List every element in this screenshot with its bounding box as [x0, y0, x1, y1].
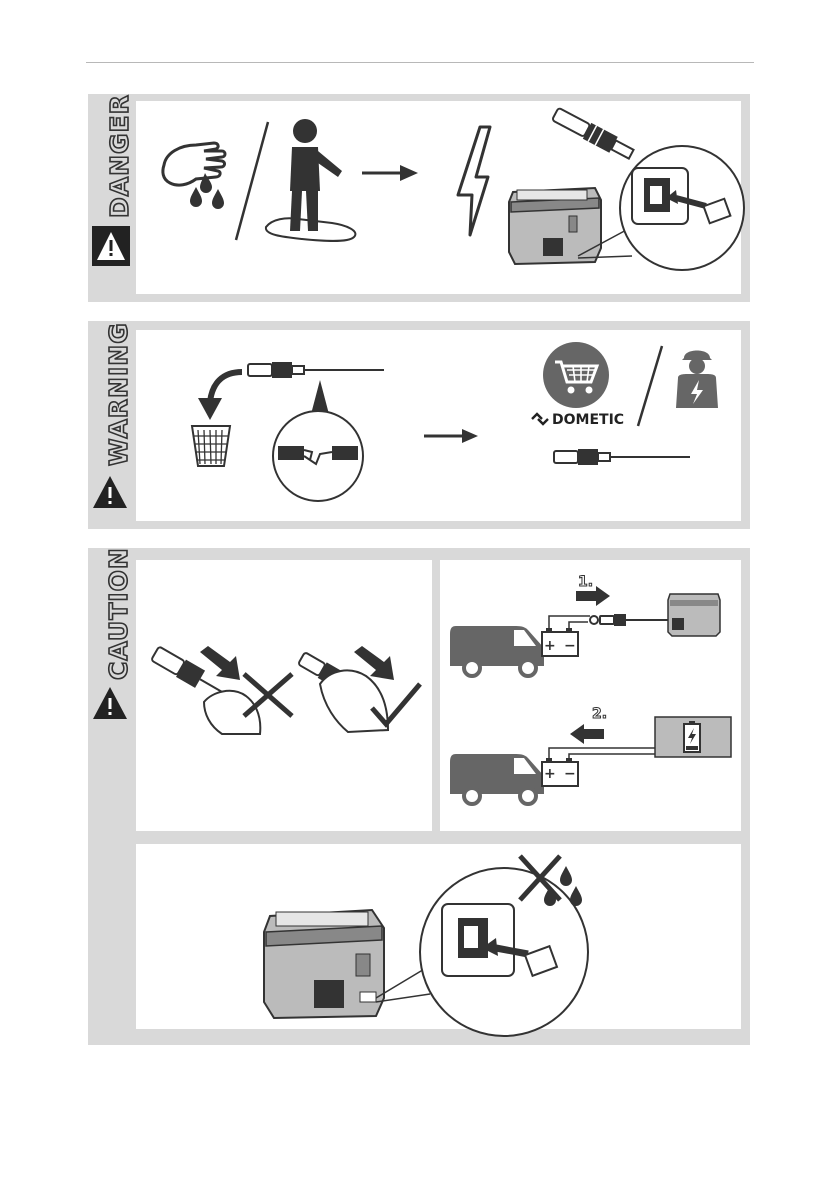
push-arrow-icon — [198, 646, 242, 682]
step1-label: 1. — [578, 574, 593, 590]
arrow-right-icon — [362, 164, 420, 182]
danger-label: DANGER — [105, 94, 134, 218]
no-moisture-icon — [514, 852, 590, 914]
divider-slash-icon-2 — [634, 344, 664, 428]
battery-polarity-2: + − — [542, 764, 578, 782]
van-icon-2 — [448, 748, 546, 806]
shopping-cart-icon — [543, 342, 609, 408]
wet-hand-icon — [152, 135, 232, 225]
lightning-bolt-icon — [450, 125, 496, 237]
small-cooler-icon — [666, 592, 722, 638]
dometic-logo: DOMETIC — [530, 410, 630, 428]
damaged-cable-zoom-icon — [272, 380, 366, 506]
arrow-right-icon-2 — [424, 428, 480, 444]
step1-number: 1. — [576, 572, 598, 590]
person-in-water-icon — [262, 115, 362, 247]
caution-triangle-icon — [91, 685, 129, 721]
battery-plus-label: + — [544, 638, 556, 654]
correct-check-icon — [368, 680, 424, 730]
socket-zoom-icon — [578, 146, 742, 274]
header-rule — [86, 62, 754, 63]
battery-plus-label-2: + — [544, 766, 556, 782]
wrong-cross-icon — [240, 670, 296, 720]
plug-with-cable-icon — [246, 360, 386, 380]
battery-minus-label: − — [564, 638, 576, 654]
curved-arrow-icon — [196, 366, 246, 422]
warning-label: WARNING — [104, 322, 133, 466]
dometic-logo-text: DOMETIC — [552, 412, 624, 428]
cooler-box-large-icon — [260, 908, 388, 1020]
warning-triangle-icon — [91, 474, 129, 510]
plug-with-cable-icon-2 — [552, 447, 692, 467]
battery-minus-label-2: − — [564, 766, 576, 782]
electrician-icon — [672, 344, 722, 408]
trash-bin-icon — [190, 424, 232, 468]
caution-label: CAUTION — [104, 547, 133, 680]
battery-polarity-1: + − — [542, 636, 578, 654]
push-arrow-icon-2 — [352, 646, 396, 682]
van-icon — [448, 620, 546, 678]
charger-icon — [654, 716, 732, 758]
step2-label: 2. — [592, 706, 607, 722]
danger-warning-icon — [92, 226, 130, 266]
step2-number: 2. — [590, 704, 612, 722]
